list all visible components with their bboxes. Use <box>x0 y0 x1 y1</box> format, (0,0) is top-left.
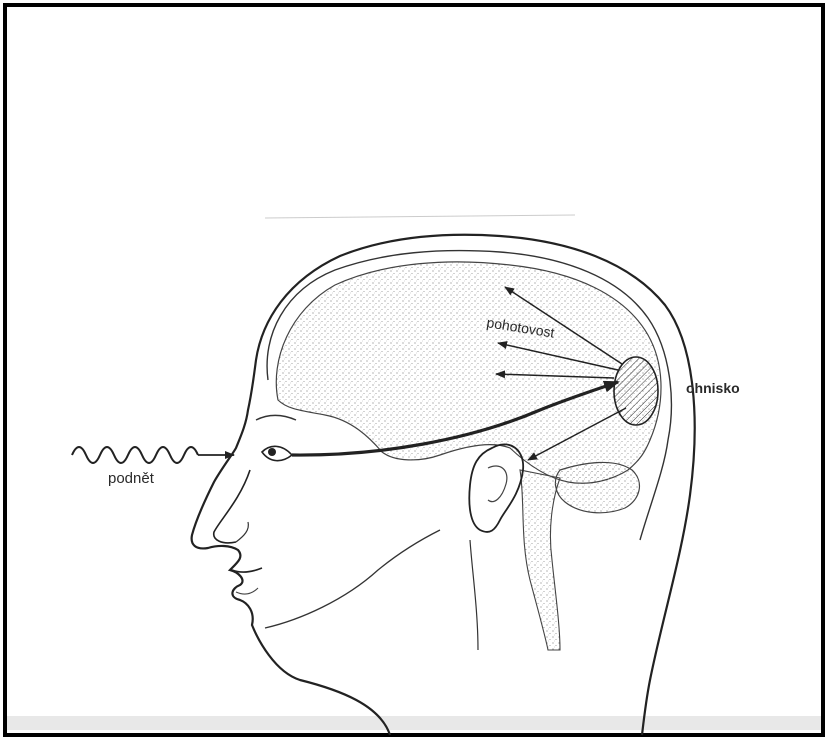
mouth <box>232 568 262 572</box>
stimulus-wave <box>72 447 198 463</box>
eye <box>262 446 292 460</box>
label-focus: ohnisko <box>686 380 740 396</box>
ear-inner <box>488 466 507 502</box>
eyebrow <box>256 416 296 421</box>
nostril <box>236 522 248 542</box>
pupil <box>268 448 276 456</box>
chin-crease <box>236 588 258 594</box>
scan-line <box>265 215 575 218</box>
brain <box>276 262 661 483</box>
neck-line <box>470 540 478 650</box>
nose <box>214 470 250 543</box>
brain-stem <box>520 470 560 650</box>
focus-area <box>614 357 658 425</box>
label-stimulus: podnět <box>108 470 155 487</box>
ear <box>469 444 523 532</box>
scan-shadow <box>7 716 821 730</box>
cerebellum <box>555 462 639 512</box>
jawline <box>265 530 440 628</box>
